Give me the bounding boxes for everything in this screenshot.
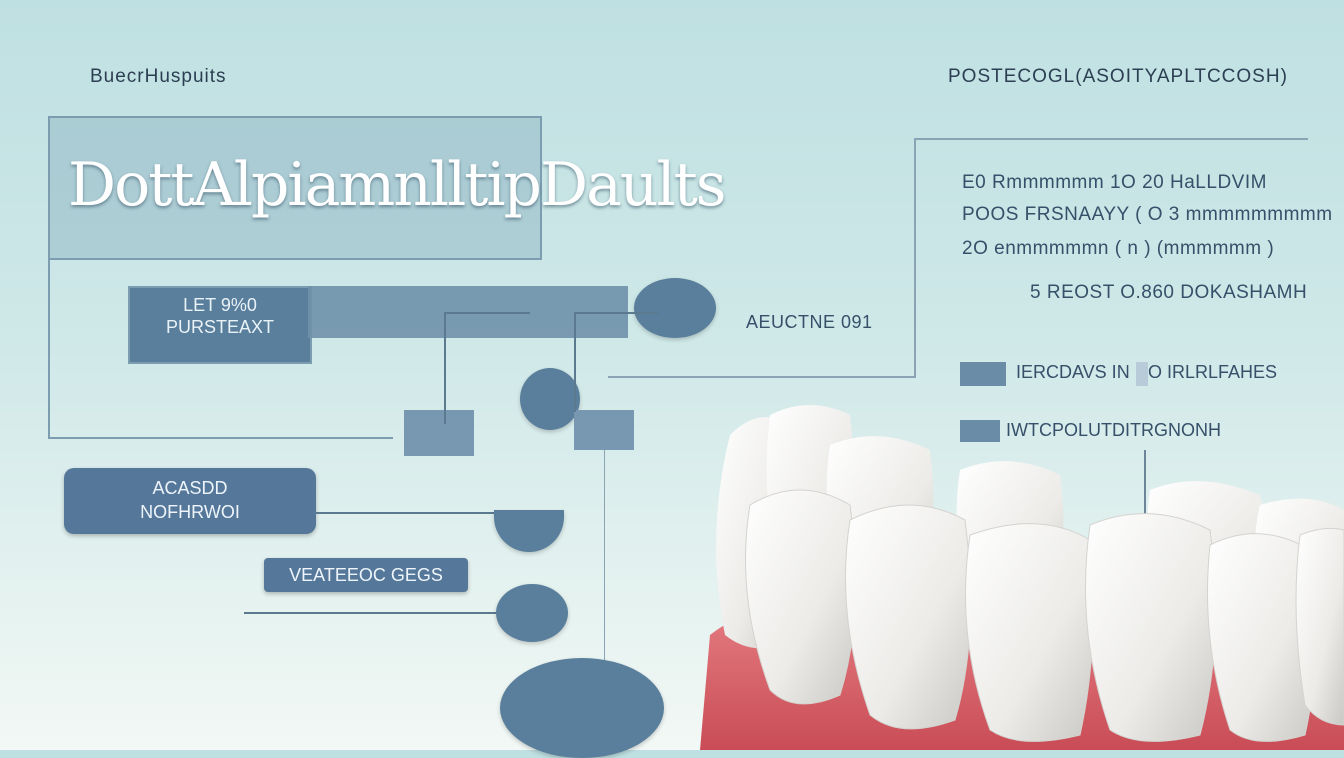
stat-line-4: 5 REOST O.860 DOKASHAMH xyxy=(1030,282,1308,303)
teeth-illustration xyxy=(700,405,1344,750)
connector-v1 xyxy=(444,312,446,424)
tooth-front-2 xyxy=(845,504,972,730)
stats-panel-left xyxy=(914,138,916,378)
legend-label-1: IERCDAVS IN xyxy=(1016,362,1130,382)
connector-v2 xyxy=(574,312,576,412)
pill-label-1: ACASDD NOFHRWOI xyxy=(64,468,316,534)
stat-line-1: E0 Rmmmmmm 1O 20 HaLLDVIM xyxy=(962,172,1267,193)
pill-2-connector xyxy=(244,612,496,614)
tooth-front-6 xyxy=(1295,527,1344,726)
title-panel xyxy=(48,116,542,260)
panel-bottom-line xyxy=(48,437,393,439)
connector-h2 xyxy=(574,312,658,314)
legend-value-1: O IRLRLFAHES xyxy=(1148,362,1278,382)
stats-panel-bottom xyxy=(608,376,916,378)
tooth-front-3 xyxy=(965,523,1094,742)
info-box-line-2: PURSTEAXT xyxy=(165,317,275,337)
legend-swatch-2 xyxy=(960,420,1000,442)
node-dot-top xyxy=(634,278,716,338)
connector-h1 xyxy=(444,312,530,314)
pill-2-node xyxy=(496,584,568,642)
legend-label-2: IWTCPOLUTDITRGNONH xyxy=(1006,420,1221,440)
tooth-front-4 xyxy=(1085,513,1217,742)
legend-swatch-1 xyxy=(960,362,1006,386)
mid-label: AEUCTNE 091 xyxy=(746,312,873,332)
legend-separator xyxy=(1136,362,1148,386)
info-box-line-1: LET 9%0 xyxy=(183,295,257,315)
node-square-2 xyxy=(574,410,634,450)
pill-1-connector xyxy=(316,512,496,514)
info-box-percent: LET 9%0 PURSTEAXT xyxy=(128,286,312,364)
tooth-front-5 xyxy=(1207,533,1317,742)
pill-1-line-2: NOFHRWOI xyxy=(140,502,240,522)
top-left-header: BuecrHuspuits xyxy=(90,66,227,87)
bottom-large-node xyxy=(500,658,664,758)
stats-panel-top xyxy=(916,138,1308,140)
page-title: DottAlpiamnlltipDaults xyxy=(68,150,727,220)
node-dot-mid xyxy=(520,368,580,430)
node-square-1 xyxy=(404,410,474,456)
stat-line-2: POOS FRSNAAYY ( O 3 mmmmmmmmm xyxy=(962,204,1333,225)
panel-left-line xyxy=(48,256,50,438)
stat-line-3: 2O enmmmmmn ( n ) (mmmmmm ) xyxy=(962,238,1275,259)
pill-1-line-1: ACASDD xyxy=(152,478,228,498)
legend-pointer-line xyxy=(1144,450,1146,520)
tooth-front-1 xyxy=(745,489,857,705)
connector-long-vertical xyxy=(604,450,605,740)
pill-1-node xyxy=(494,510,564,552)
top-right-header: POSTECOGL(ASOITYAPLTCCOSH) xyxy=(948,66,1288,87)
pill-label-2: VEATEEOC GEGS xyxy=(264,558,468,592)
